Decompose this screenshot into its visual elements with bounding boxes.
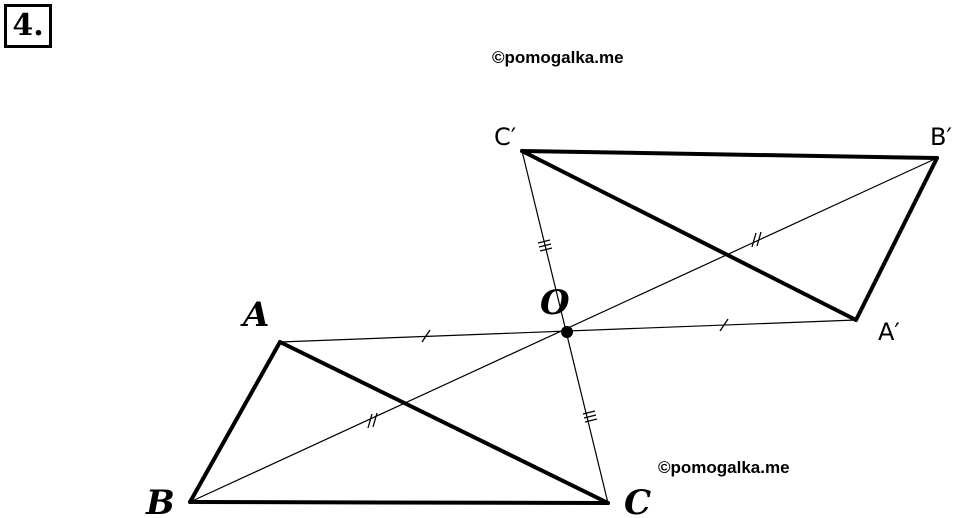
side-c-prime-a-prime	[520, 149, 858, 322]
watermark-bottom: ©pomogalka.me	[658, 458, 790, 477]
side-c-prime-b-prime	[520, 149, 939, 160]
tick-marks-double	[367, 231, 762, 429]
problem-number-badge: 4.	[4, 4, 52, 48]
side-ac	[278, 340, 610, 505]
watermark-top: ©pomogalka.me	[492, 48, 624, 67]
label-b: B	[145, 483, 175, 518]
center-point-o	[561, 326, 573, 338]
side-ab	[188, 340, 282, 504]
tick-marks-triple	[537, 239, 598, 423]
label-c-prime: C′	[494, 123, 516, 151]
label-c: C	[624, 483, 651, 518]
label-b-prime: B′	[930, 123, 952, 151]
label-a: A	[240, 295, 269, 335]
label-o: O	[540, 283, 570, 323]
side-bc	[188, 500, 610, 505]
label-a-prime: A′	[878, 318, 900, 346]
tick-marks-single	[421, 318, 729, 343]
side-b-prime-a-prime	[854, 156, 939, 322]
